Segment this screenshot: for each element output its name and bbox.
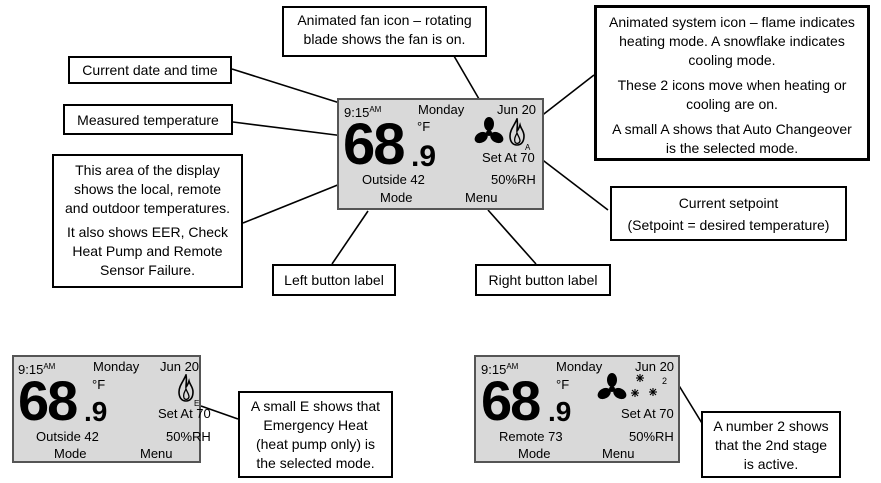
flame-icon	[178, 374, 194, 402]
humidity: 50%RH	[629, 429, 674, 444]
system-callout-line-4: These 2 icons move when heating or	[617, 77, 847, 93]
remote-temperature: Remote 73	[499, 429, 563, 444]
time: 9:15AM	[18, 362, 56, 377]
stage-number: 2	[662, 376, 668, 386]
system-callout-line-2: heating mode. A snowflake indicates	[619, 33, 845, 49]
area-line-5: Heat Pump and Remote	[72, 243, 223, 259]
em-heat-line-4: the selected mode.	[256, 455, 375, 471]
em-heat-line-3: (heat pump only) is	[255, 436, 376, 452]
emergency-mode-letter: E	[194, 399, 200, 408]
temperature-decimal: .9	[84, 396, 108, 427]
flame-icon	[509, 118, 525, 146]
date-time-callout-text: Current date and time	[82, 62, 218, 78]
setpoint-connector	[539, 157, 609, 211]
em-heat-line-1: A small E shows that	[250, 398, 381, 414]
date-time-callout: Current date and time	[68, 56, 232, 84]
right-button-label-text: Right button label	[488, 272, 598, 288]
left-button-label[interactable]: Mode	[380, 190, 413, 205]
setpoint: Set At 70	[621, 406, 674, 421]
humidity: 50%RH	[491, 172, 536, 187]
left-button-label[interactable]: Mode	[54, 446, 87, 461]
setpoint-callout-desc: (Setpoint = desired temperature)	[627, 217, 830, 233]
temperature-unit: °F	[417, 119, 431, 134]
date: Jun 20	[635, 359, 675, 374]
left-button-connector	[331, 210, 369, 265]
system-callout-line-3: cooling mode.	[688, 52, 776, 68]
date: Jun 20	[497, 102, 537, 117]
date: Jun 20	[160, 359, 200, 374]
left-button-label-callout: Left button label	[272, 264, 396, 296]
right-button-label[interactable]: Menu	[140, 446, 173, 461]
area-line-6: Sensor Failure.	[100, 262, 195, 278]
em-heat-line-2: Emergency Heat	[263, 417, 368, 433]
temperature-unit: °F	[556, 377, 570, 392]
date-time-connector	[231, 68, 344, 105]
right-button-connector	[487, 209, 537, 265]
am-pm: AM	[369, 105, 382, 114]
time: 9:15AM	[481, 362, 519, 377]
temperature-unit: °F	[92, 377, 106, 392]
stage2-line-3: is active.	[743, 456, 799, 472]
outside-temperature: Outside 42	[362, 172, 425, 187]
fan-callout: Animated fan icon – rotating blade shows…	[282, 6, 487, 57]
area-line-1: This area of the display	[75, 162, 220, 178]
right-button-label[interactable]: Menu	[465, 190, 498, 205]
area-line-2: shows the local, remote	[73, 181, 222, 197]
system-callout: Animated system icon – flame indicates h…	[594, 5, 870, 161]
temperature-decimal: .9	[411, 140, 437, 173]
humidity: 50%RH	[166, 429, 211, 444]
right-button-label-callout: Right button label	[475, 264, 611, 296]
day: Monday	[93, 359, 140, 374]
setpoint-callout-title: Current setpoint	[678, 195, 779, 211]
snowflake-icon	[631, 374, 657, 397]
display-area-callout: This area of the display shows the local…	[52, 154, 243, 288]
auto-mode-letter: A	[525, 143, 531, 152]
em-heat-connector	[200, 405, 239, 420]
stage2-line-1: A number 2 shows	[713, 418, 829, 434]
area-line-4: It also shows EER, Check	[66, 224, 229, 240]
fan-icon	[597, 373, 627, 400]
cooling-stage2-display: 9:15AM Monday Jun 20 68 .9 °F 2 Set At 7…	[474, 355, 680, 463]
main-thermostat-display: 9:15AM Monday Jun 20 68 .9 °F A Set At 7…	[337, 98, 544, 210]
left-button-label[interactable]: Mode	[518, 446, 551, 461]
temperature-whole: 68	[18, 369, 78, 432]
temperature-decimal: .9	[548, 396, 572, 427]
setpoint-callout: Current setpoint (Setpoint = desired tem…	[610, 186, 847, 241]
system-callout-line-5: cooling are on.	[686, 96, 778, 112]
fan-callout-line-2: blade shows the fan is on.	[303, 31, 466, 47]
right-button-label[interactable]: Menu	[602, 446, 635, 461]
area-line-3: and outdoor temperatures.	[65, 200, 230, 216]
stage2-callout: A number 2 shows that the 2nd stage is a…	[701, 411, 841, 478]
measured-temp-callout-text: Measured temperature	[77, 112, 219, 128]
system-callout-line-1: Animated system icon – flame indicates	[609, 14, 855, 30]
measured-connector	[232, 121, 345, 137]
outside-temperature: Outside 42	[36, 429, 99, 444]
am-pm: AM	[43, 362, 56, 371]
time: 9:15AM	[344, 105, 382, 120]
measured-temp-callout: Measured temperature	[63, 104, 233, 135]
temperature-whole: 68	[481, 369, 541, 432]
system-connector	[539, 74, 595, 118]
day: Monday	[418, 102, 465, 117]
emergency-heat-callout: A small E shows that Emergency Heat (hea…	[238, 391, 393, 478]
system-callout-line-6: A small A shows that Auto Changeover	[612, 121, 852, 137]
setpoint: Set At 70	[482, 150, 535, 165]
temperature-whole: 68	[343, 112, 405, 177]
am-pm: AM	[506, 362, 519, 371]
fan-callout-line-1: Animated fan icon – rotating	[297, 12, 472, 28]
setpoint: Set At 70	[158, 406, 211, 421]
day: Monday	[556, 359, 603, 374]
stage2-line-2: that the 2nd stage	[714, 437, 828, 453]
left-button-label-text: Left button label	[284, 272, 384, 288]
emergency-heat-display: 9:15AM Monday Jun 20 68 .9 °F E Set At 7…	[12, 355, 211, 463]
system-callout-line-7: is the selected mode.	[665, 140, 799, 156]
fan-icon	[474, 117, 504, 144]
